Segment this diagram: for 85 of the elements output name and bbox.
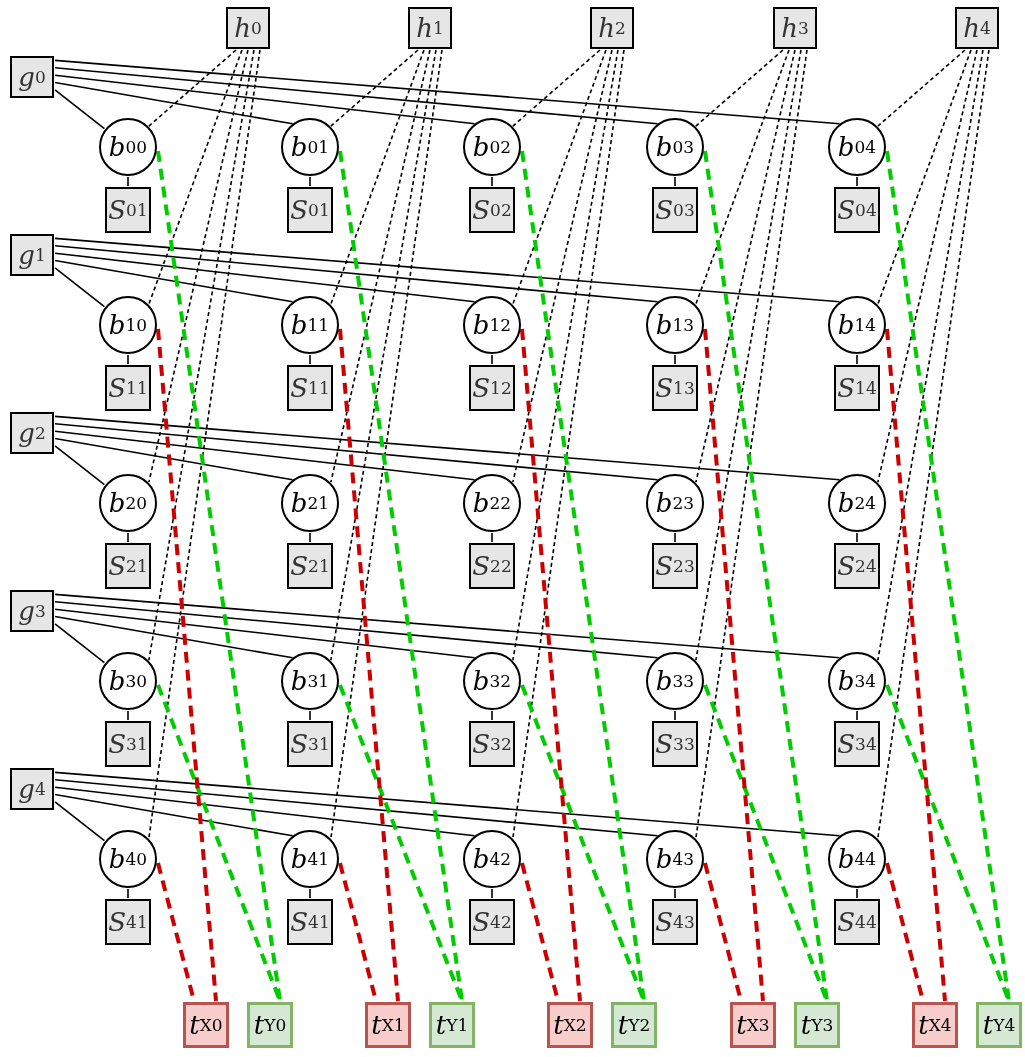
dashed-line bbox=[330, 49, 419, 127]
connector-line bbox=[856, 354, 858, 365]
connector-line bbox=[491, 532, 493, 543]
connector-line bbox=[54, 778, 659, 837]
connector-line bbox=[54, 771, 841, 837]
dashed-line bbox=[695, 49, 802, 661]
dashed-line bbox=[148, 49, 243, 305]
connector-line bbox=[491, 888, 493, 899]
connector-line bbox=[491, 354, 493, 365]
connector-line bbox=[309, 176, 311, 187]
connector-line bbox=[54, 623, 106, 664]
dashed-line bbox=[520, 328, 582, 1002]
dashed-line bbox=[695, 49, 808, 839]
connector-line bbox=[127, 888, 129, 899]
connector-line bbox=[309, 354, 311, 365]
connector-line bbox=[856, 176, 858, 187]
connector-line bbox=[54, 422, 659, 481]
connector-line bbox=[309, 710, 311, 721]
dashed-line bbox=[156, 328, 218, 1002]
connector-line bbox=[127, 176, 129, 187]
connector-line bbox=[54, 259, 294, 303]
dashed-line bbox=[148, 49, 237, 127]
dashed-line bbox=[330, 49, 431, 483]
connector-line bbox=[54, 600, 659, 659]
connector-line bbox=[54, 430, 476, 481]
dashed-line bbox=[148, 49, 255, 661]
dashed-line bbox=[330, 49, 443, 839]
connector-line bbox=[54, 252, 476, 303]
dashed-line bbox=[695, 49, 784, 127]
connector-line bbox=[127, 710, 129, 721]
connector-line bbox=[54, 793, 294, 837]
dashed-line bbox=[330, 49, 437, 661]
connector-line bbox=[54, 801, 106, 842]
connector-line bbox=[674, 354, 676, 365]
dashed-line bbox=[877, 49, 966, 127]
connector-line bbox=[54, 437, 294, 481]
connector-line bbox=[54, 593, 841, 659]
connector-line bbox=[674, 176, 676, 187]
dashed-line bbox=[512, 49, 607, 305]
connector-line bbox=[54, 786, 476, 837]
dashed-line bbox=[512, 49, 601, 127]
dashed-line bbox=[330, 49, 425, 305]
connector-line bbox=[491, 176, 493, 187]
connector-line bbox=[54, 81, 294, 125]
dashed-line bbox=[338, 328, 400, 1002]
dashed-line bbox=[877, 49, 984, 661]
dashed-line bbox=[885, 328, 947, 1002]
connector-line bbox=[54, 445, 106, 486]
connector-line bbox=[491, 710, 493, 721]
dashed-line bbox=[703, 150, 829, 1002]
dashed-line bbox=[512, 49, 625, 839]
connector-line bbox=[54, 615, 294, 659]
connector-line bbox=[309, 888, 311, 899]
dashed-line bbox=[512, 49, 619, 661]
connector-line bbox=[856, 710, 858, 721]
connector-line bbox=[54, 59, 841, 125]
dashed-line bbox=[703, 328, 765, 1002]
connector-line bbox=[674, 532, 676, 543]
connector-line bbox=[54, 415, 841, 481]
dashed-line bbox=[512, 49, 613, 483]
connector-line bbox=[54, 66, 659, 125]
connector-line bbox=[54, 244, 659, 303]
dashed-line bbox=[695, 49, 790, 305]
dashed-line bbox=[148, 49, 261, 839]
connector-line bbox=[674, 710, 676, 721]
dashed-line bbox=[877, 49, 990, 839]
connector-line bbox=[674, 888, 676, 899]
connector-line bbox=[127, 354, 129, 365]
dashed-line bbox=[148, 49, 249, 483]
connector-line bbox=[54, 267, 106, 308]
connector-line bbox=[54, 89, 106, 130]
connector-line bbox=[54, 74, 476, 125]
connector-line bbox=[856, 888, 858, 899]
connector-line bbox=[309, 532, 311, 543]
dashed-line bbox=[520, 150, 646, 1002]
connector-line bbox=[54, 237, 841, 303]
dashed-line bbox=[877, 49, 972, 305]
dashed-line bbox=[338, 150, 464, 1002]
connector-line bbox=[54, 608, 476, 659]
dashed-line bbox=[156, 150, 282, 1002]
connector-line bbox=[127, 532, 129, 543]
dashed-line bbox=[885, 150, 1011, 1002]
connector-line bbox=[856, 532, 858, 543]
dashed-line bbox=[695, 49, 796, 483]
dashed-line bbox=[877, 49, 978, 483]
